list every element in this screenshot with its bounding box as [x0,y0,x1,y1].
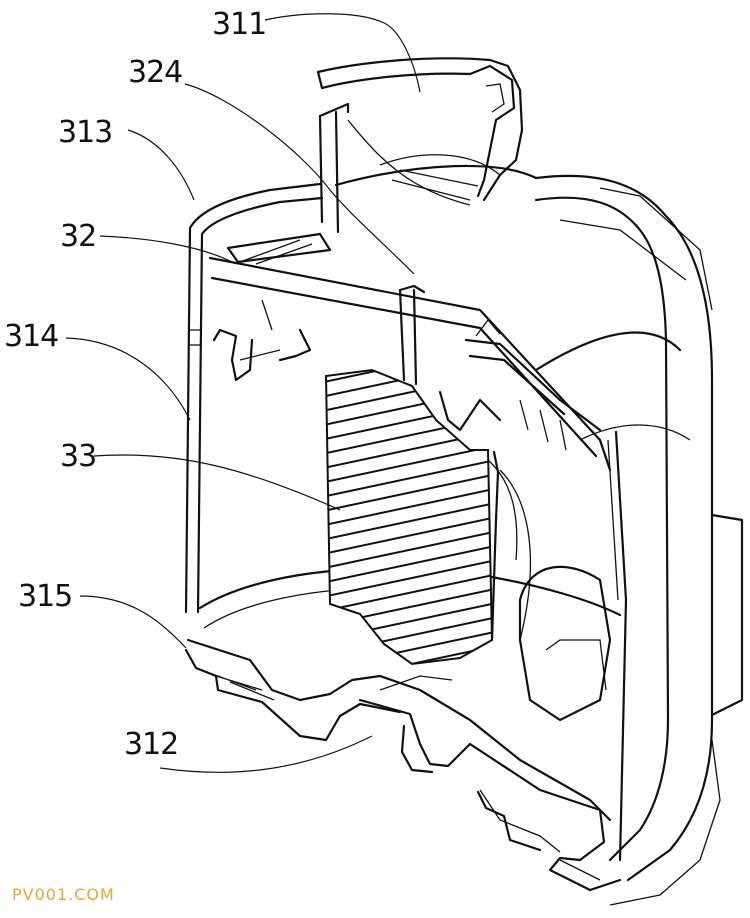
cover-plate [208,232,612,472]
label-311: 311 [212,7,266,42]
label-312: 312 [124,727,178,762]
label-324: 324 [128,55,182,90]
leader-315 [79,595,187,649]
leader-32 [99,235,233,263]
leader-33 [93,454,341,511]
label-32: 32 [60,219,96,254]
leader-324 [184,83,415,275]
watermark: PV001.COM [12,885,115,904]
leader-314 [65,337,191,421]
label-314: 314 [4,319,58,354]
inner-block [518,565,612,722]
base-312 [184,638,622,892]
leader-lines [65,13,421,773]
label-33: 33 [60,439,96,474]
leader-313 [127,129,195,201]
outer-housing [534,174,744,906]
label-315: 315 [18,579,72,614]
inlet-311 [316,57,524,234]
filter-33 [324,284,532,666]
leader-312 [159,735,373,773]
leader-311 [264,13,421,93]
label-313: 313 [58,115,112,150]
